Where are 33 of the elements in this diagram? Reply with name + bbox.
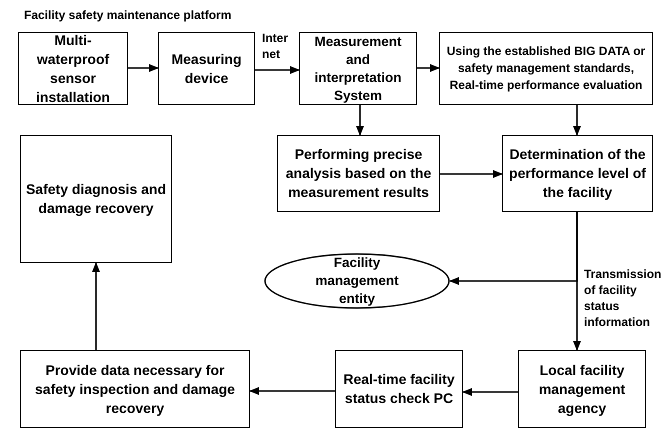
arrow — [462, 388, 518, 396]
process-box — [518, 350, 646, 428]
process-box — [20, 135, 172, 263]
process-box — [20, 350, 250, 428]
arrow — [92, 262, 100, 350]
diagram-title: Facility safety maintenance platform — [24, 7, 232, 24]
node-text: Real-time facility status check PC — [342, 370, 456, 408]
arrow — [573, 105, 581, 136]
node-text: Measuring device — [170, 50, 242, 88]
arrow — [255, 66, 300, 74]
process-box — [502, 135, 653, 212]
process-box — [18, 32, 128, 105]
node-text: Determination of the performance level of the facility — [508, 145, 647, 202]
arrow — [440, 170, 503, 178]
arrow — [128, 64, 159, 72]
arrow — [449, 212, 578, 285]
node-text: Facility management entity — [314, 254, 400, 308]
arrow — [356, 105, 364, 136]
node-text: Provide data necessary for safety inspection and damage recovery — [34, 360, 236, 418]
node-text: Multi-waterproof sensor installation — [35, 30, 111, 106]
node-text: Measurement and interpretation System — [313, 32, 403, 104]
process-box — [299, 32, 417, 105]
process-box — [335, 350, 463, 428]
arrow — [249, 387, 335, 395]
ellipse-node — [264, 253, 450, 309]
node-text: Performing precise analysis based on the measurement results — [284, 145, 432, 202]
node-text: Local facility management agency — [538, 360, 626, 418]
node-text: Using the established BIG DATA or safety management standards, Real-time performance evaluation — [446, 43, 646, 94]
node-text: Safety diagnosis and damage recovery — [24, 180, 168, 218]
process-box — [277, 135, 440, 212]
process-box — [439, 32, 653, 105]
process-box — [158, 32, 255, 105]
arrow — [417, 64, 440, 72]
